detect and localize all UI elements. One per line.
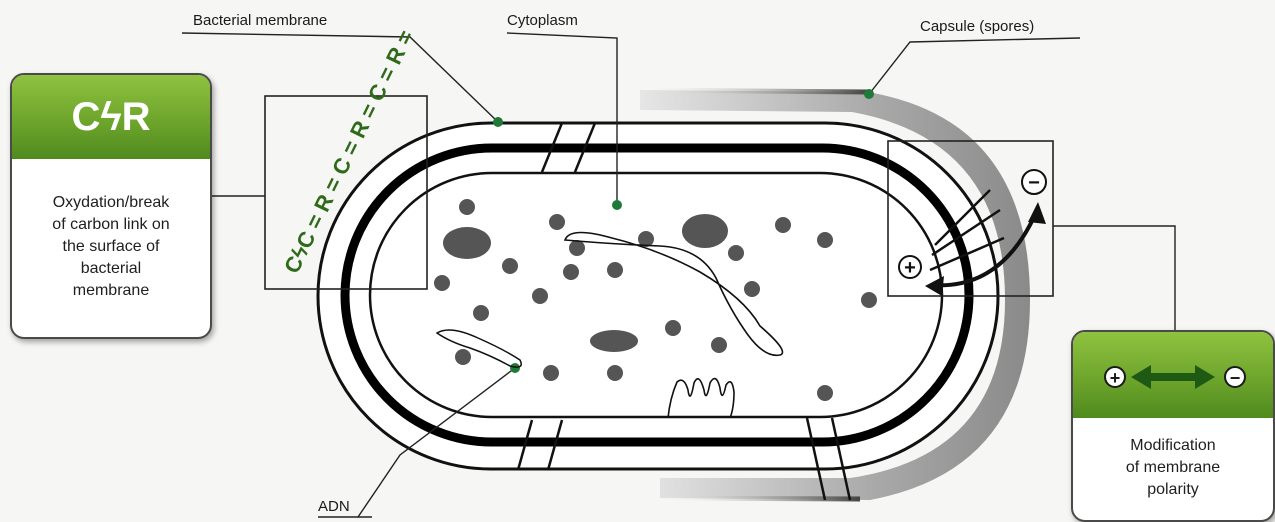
membrane-leader xyxy=(182,33,498,122)
capsule-top-edge xyxy=(640,90,868,92)
membrane-dot xyxy=(493,117,503,127)
granule xyxy=(607,365,623,381)
capsule-leader xyxy=(870,38,1080,93)
polarity-icon: + − xyxy=(1073,332,1273,418)
capsule-bottom-edge xyxy=(660,498,860,499)
granule xyxy=(549,214,565,230)
oxidation-card: CϟR Oxydation/break of carbon link on th… xyxy=(10,73,212,339)
adn-dot xyxy=(510,363,520,373)
granule xyxy=(473,305,489,321)
cytoplasm-dot xyxy=(612,200,622,210)
granule xyxy=(532,288,548,304)
granule xyxy=(607,262,623,278)
granule xyxy=(744,281,760,297)
granule xyxy=(861,292,877,308)
oxidation-line: membrane xyxy=(52,280,169,302)
inclusion-body xyxy=(590,330,638,352)
granule xyxy=(817,232,833,248)
granule xyxy=(563,264,579,280)
label-capsule: Capsule (spores) xyxy=(920,18,1034,35)
granule xyxy=(434,275,450,291)
capsule-dot xyxy=(864,89,874,99)
oxidation-card-header: CϟR xyxy=(12,75,210,159)
inclusion-body xyxy=(682,214,728,248)
header-arrowhead-right xyxy=(1195,365,1215,389)
granule xyxy=(775,217,791,233)
polarity-card-body: Modification of membrane polarity xyxy=(1073,418,1273,518)
inclusion-body xyxy=(443,227,491,259)
polarity-line: Modification xyxy=(1126,435,1220,457)
header-plus-symbol: + xyxy=(1110,368,1121,388)
granule xyxy=(459,199,475,215)
polarity-card: + − Modification of membrane polarity xyxy=(1071,330,1275,522)
oxidation-line: of carbon link on xyxy=(52,214,169,236)
polarity-line: polarity xyxy=(1126,479,1220,501)
arrowhead-up xyxy=(1028,202,1046,224)
polarity-line: of membrane xyxy=(1126,457,1220,479)
oxidation-line: bacterial xyxy=(52,258,169,280)
inner-membrane xyxy=(370,173,942,417)
granule xyxy=(455,349,471,365)
granule xyxy=(711,337,727,353)
oxidation-line: Oxydation/break xyxy=(52,192,169,214)
granule xyxy=(728,245,744,261)
minus-symbol: − xyxy=(1028,172,1040,194)
granule xyxy=(569,240,585,256)
granule xyxy=(502,258,518,274)
header-arrowhead-left xyxy=(1131,365,1151,389)
label-adn: ADN xyxy=(318,498,350,515)
label-cytoplasm: Cytoplasm xyxy=(507,12,578,29)
oxidation-line: the surface of xyxy=(52,236,169,258)
polarity-card-header: + − xyxy=(1073,332,1273,418)
header-minus-symbol: − xyxy=(1230,368,1241,388)
label-bacterial-membrane: Bacterial membrane xyxy=(193,12,327,29)
granule xyxy=(665,320,681,336)
carbon-break-symbol: CϟR xyxy=(72,95,151,140)
plus-symbol: + xyxy=(904,257,916,279)
oxidation-card-body: Oxydation/break of carbon link on the su… xyxy=(12,159,210,335)
right-connector xyxy=(1053,226,1175,330)
granule xyxy=(817,385,833,401)
granule xyxy=(543,365,559,381)
